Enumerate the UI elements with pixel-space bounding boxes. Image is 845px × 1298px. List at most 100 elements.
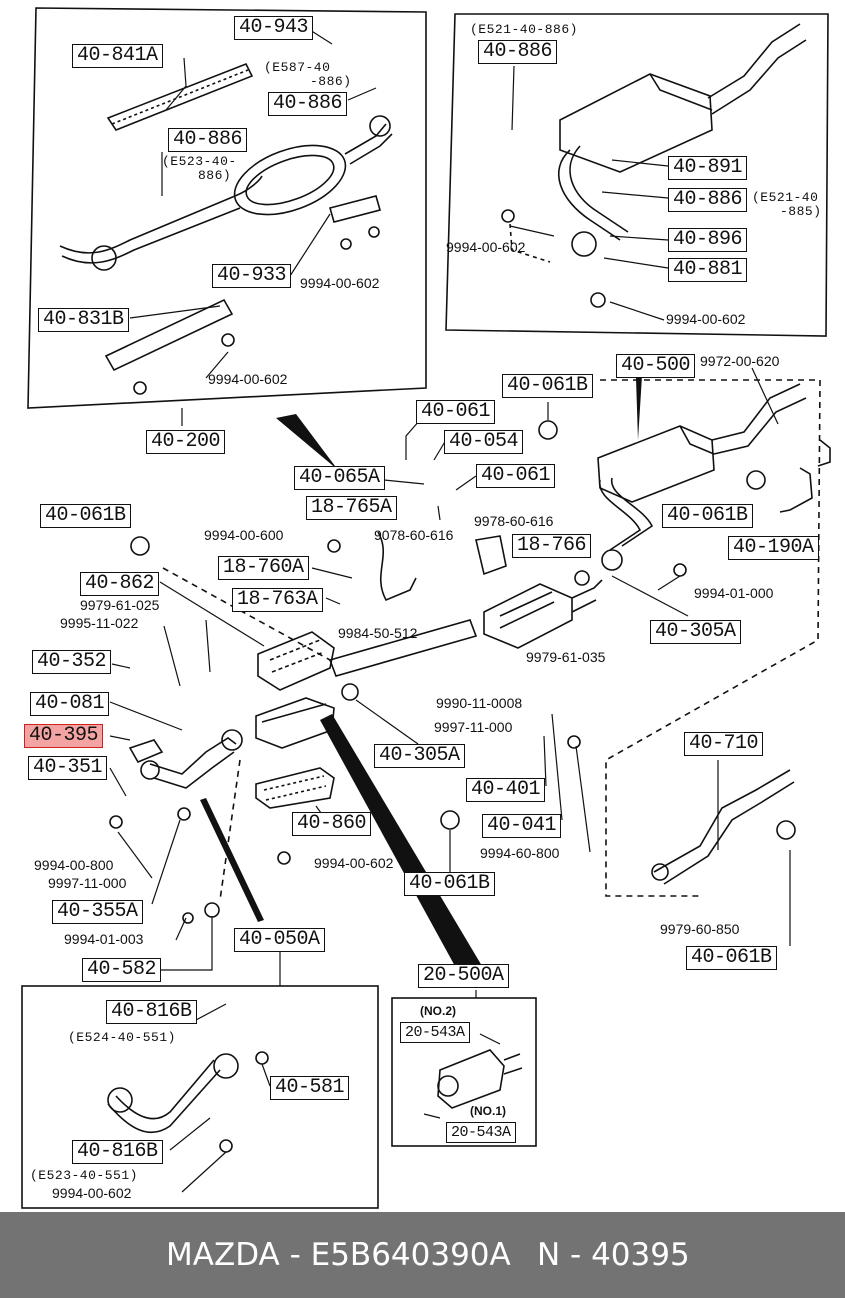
part-label-40-943[interactable]: 40-943 xyxy=(234,16,314,40)
part-label-20-543A[interactable]: 20-543A xyxy=(400,1022,470,1043)
note-e587: (E587-40 xyxy=(264,60,331,75)
note-e523b: 886) xyxy=(198,168,232,183)
part-label-20-500A[interactable]: 20-500A xyxy=(418,964,509,988)
part-label-40-061B[interactable]: 40-061B xyxy=(662,504,753,528)
leader-wedge xyxy=(636,376,642,440)
part-label-40-860[interactable]: 40-860 xyxy=(292,812,372,836)
part-label-40-200[interactable]: 40-200 xyxy=(146,430,226,454)
catalyst-lower xyxy=(255,697,335,749)
part-label-40-352[interactable]: 40-352 xyxy=(32,650,112,674)
fastener-number: 9995-11-022 xyxy=(60,615,139,631)
front-pipe-top xyxy=(59,175,263,264)
inset-box-left xyxy=(27,7,427,409)
part-label-40-041[interactable]: 40-041 xyxy=(482,814,562,838)
part-label-40-305A[interactable]: 40-305A xyxy=(374,744,465,768)
fastener-number: 9997-11-000 xyxy=(48,875,127,891)
part-label-18-763A[interactable]: 18-763A xyxy=(232,588,323,612)
part-label-40-886[interactable]: 40-886 xyxy=(668,188,748,212)
gasket-ring xyxy=(91,245,117,271)
fastener-number: 9984-50-512 xyxy=(338,625,418,641)
part-label-40-355A[interactable]: 40-355A xyxy=(52,900,143,924)
note-e524: (E524-40-551) xyxy=(68,1030,176,1045)
note-no1: (NO.1) xyxy=(470,1104,506,1118)
inset-box-bottom-left xyxy=(21,985,379,1209)
part-label-18-760A[interactable]: 18-760A xyxy=(218,556,309,580)
part-label-18-765A[interactable]: 18-765A xyxy=(306,496,397,520)
fastener-number: 9997-11-000 xyxy=(434,719,513,735)
footer-caption: MAZDA - E5B640390A N - 40395 xyxy=(0,1212,845,1298)
part-label-40-061B[interactable]: 40-061B xyxy=(404,872,495,896)
part-label-40-831B[interactable]: 40-831B xyxy=(38,308,129,332)
fastener-number: 9978-60-616 xyxy=(474,513,554,529)
part-label-40-710[interactable]: 40-710 xyxy=(684,732,764,756)
fastener-number: 9994-00-602 xyxy=(666,311,746,327)
part-label-40-886[interactable]: 40-886 xyxy=(268,92,348,116)
part-label-40-054[interactable]: 40-054 xyxy=(444,430,524,454)
part-label-40-395-highlighted[interactable]: 40-395 xyxy=(24,724,104,748)
tail-pipe xyxy=(711,383,807,455)
heat-shield-bottom xyxy=(255,767,335,809)
fastener-number: 9990-11-0008 xyxy=(436,695,523,711)
leader-wedge xyxy=(320,714,482,968)
part-label-40-886[interactable]: 40-886 xyxy=(168,128,248,152)
note-e587b: -886) xyxy=(310,74,352,89)
part-label-40-401[interactable]: 40-401 xyxy=(466,778,546,802)
part-label-40-581[interactable]: 40-581 xyxy=(270,1076,350,1100)
part-label-40-061B[interactable]: 40-061B xyxy=(40,504,131,528)
fastener-number: 9994-00-602 xyxy=(300,275,380,291)
part-label-40-896[interactable]: 40-896 xyxy=(668,228,748,252)
note-e523-551: (E523-40-551) xyxy=(30,1168,138,1183)
fastener-number: 9979-60-850 xyxy=(660,921,740,937)
heat-shield-upper xyxy=(106,62,254,131)
part-label-40-500[interactable]: 40-500 xyxy=(616,354,696,378)
part-label-40-881[interactable]: 40-881 xyxy=(668,258,748,282)
part-label-40-081[interactable]: 40-081 xyxy=(30,692,110,716)
part-label-40-886[interactable]: 40-886 xyxy=(478,40,558,64)
inset-box-bottom-right xyxy=(391,997,537,1147)
footer-number: N - 40395 xyxy=(537,1237,690,1273)
inset-box-right xyxy=(445,13,829,337)
fastener-number: 9994-00-602 xyxy=(208,371,288,387)
part-label-40-050A[interactable]: 40-050A xyxy=(234,928,325,952)
fastener-number: 9994-00-602 xyxy=(446,239,526,255)
part-label-40-816B[interactable]: 40-816B xyxy=(106,1000,197,1024)
front-pipe-inset xyxy=(107,1059,221,1134)
part-label-40-190A[interactable]: 40-190A xyxy=(728,536,819,560)
leader-wedge xyxy=(276,414,338,470)
fastener-number: 9994-00-800 xyxy=(34,857,114,873)
part-label-40-061B[interactable]: 40-061B xyxy=(686,946,777,970)
note-e521b: (E521-40 xyxy=(752,190,819,205)
note-no2: (NO.2) xyxy=(420,1004,456,1018)
part-label-40-061[interactable]: 40-061 xyxy=(416,400,496,424)
center-muffler xyxy=(483,583,573,649)
note-e523: (E523-40- xyxy=(162,154,237,169)
part-label-40-061[interactable]: 40-061 xyxy=(476,464,556,488)
fastener-number: 9078-60-616 xyxy=(374,527,454,543)
part-label-40-933[interactable]: 40-933 xyxy=(212,264,292,288)
part-label-40-351[interactable]: 40-351 xyxy=(28,756,108,780)
part-label-40-862[interactable]: 40-862 xyxy=(80,572,160,596)
front-pipe xyxy=(149,737,237,789)
part-label-40-582[interactable]: 40-582 xyxy=(82,958,162,982)
fastener-number: 9979-61-025 xyxy=(80,597,160,613)
fastener-number: 9979-61-035 xyxy=(526,649,606,665)
fastener-number: 9994-01-003 xyxy=(64,931,144,947)
part-label-40-891[interactable]: 40-891 xyxy=(668,156,748,180)
fastener-number: 9994-00-602 xyxy=(314,855,394,871)
part-label-18-766[interactable]: 18-766 xyxy=(512,534,592,558)
part-label-40-065A[interactable]: 40-065A xyxy=(294,466,385,490)
tail-pipe-rear xyxy=(653,769,795,885)
tail-pipe-top xyxy=(707,23,807,115)
part-label-40-061B[interactable]: 40-061B xyxy=(502,374,593,398)
heat-shield-lower xyxy=(104,298,234,372)
fastener-number: 9994-00-600 xyxy=(204,527,284,543)
heat-shield-center xyxy=(328,619,478,677)
footer-brand-part: MAZDA - E5B640390A xyxy=(166,1237,511,1273)
part-label-20-543A[interactable]: 20-543A xyxy=(446,1122,516,1143)
fastener-number: 9972-00-620 xyxy=(700,353,780,369)
center-pipe xyxy=(599,477,654,551)
part-label-40-305A[interactable]: 40-305A xyxy=(650,620,741,644)
leader-wedge xyxy=(200,798,264,922)
part-label-40-816B[interactable]: 40-816B xyxy=(72,1140,163,1164)
part-label-40-841A[interactable]: 40-841A xyxy=(72,44,163,68)
